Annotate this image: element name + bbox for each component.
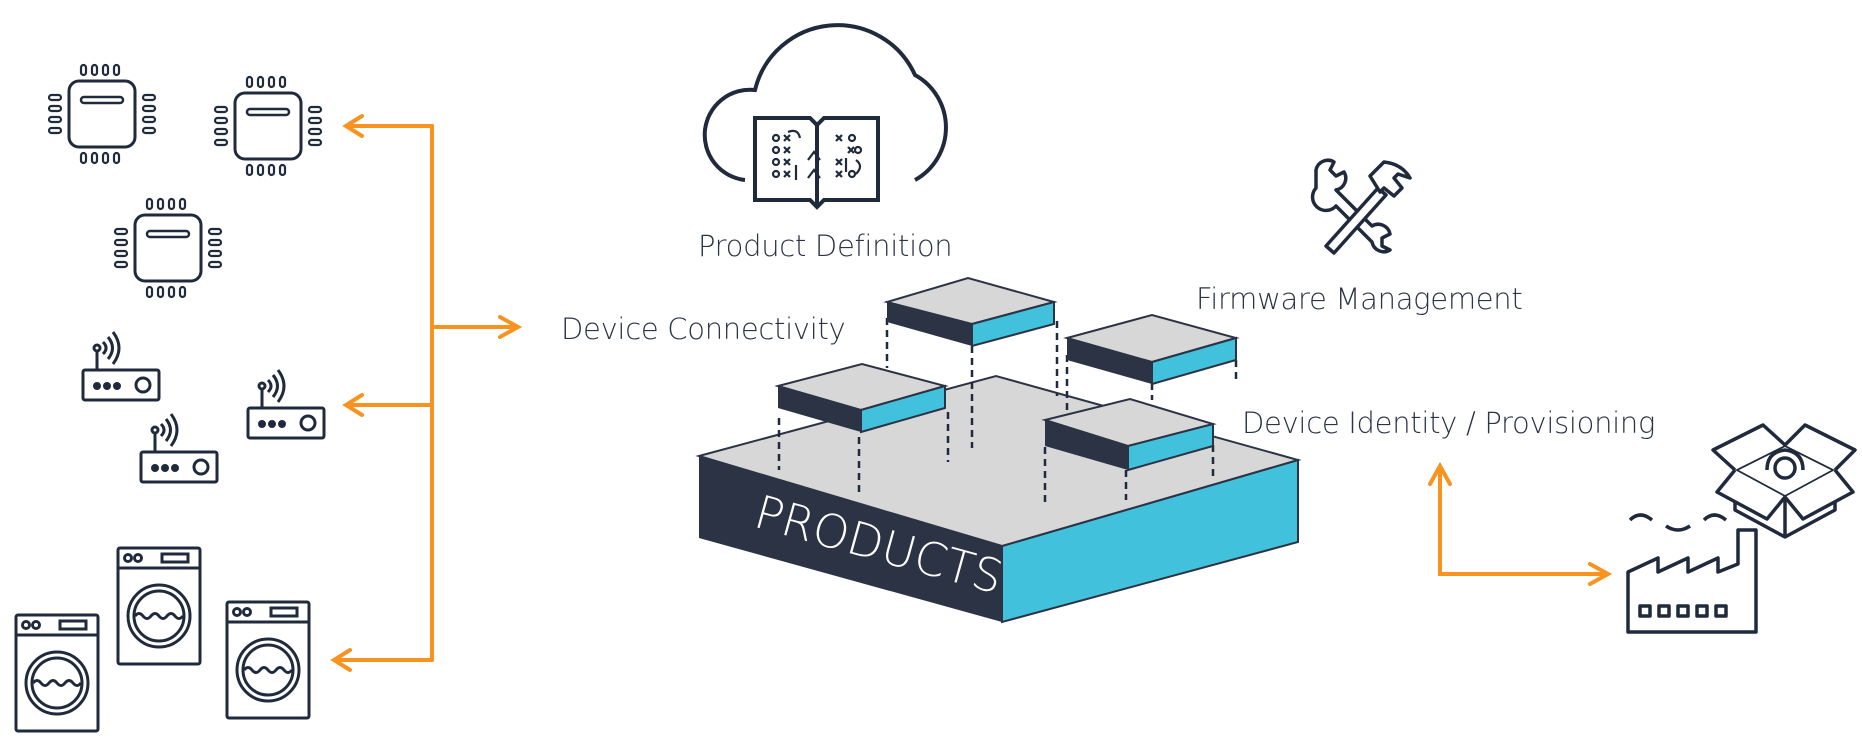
provisioning-arrow <box>1428 461 1613 586</box>
connectivity-arrows <box>330 114 523 672</box>
product-definition-label: Product Definition <box>698 229 953 263</box>
module-device-connectivity <box>774 362 949 434</box>
wifi-router-icon <box>139 412 219 484</box>
microchip-icon <box>113 197 223 299</box>
device-connectivity-label: Device Connectivity <box>561 312 846 346</box>
products-platform: PRODUCTS <box>695 276 1302 624</box>
microchip-icon <box>47 63 157 165</box>
wrench-hammer-icon <box>1310 158 1412 255</box>
device-identity-label: Device Identity / Provisioning <box>1242 406 1656 440</box>
washing-machine-icon <box>14 613 100 733</box>
module-product-definition <box>883 276 1058 348</box>
washing-machine-icon <box>225 600 311 720</box>
wifi-router-icon <box>246 368 326 440</box>
microchip-icon <box>213 75 323 177</box>
module-device-identity <box>1041 397 1217 472</box>
module-firmware-management <box>1063 313 1240 386</box>
wifi-router-icon <box>81 330 161 402</box>
platform-front-face <box>699 456 1002 622</box>
gear-box-icon <box>1711 423 1857 539</box>
dashed-connectors <box>777 318 1238 506</box>
factory-icon <box>1626 513 1758 634</box>
cloud-book-icon <box>702 23 948 210</box>
firmware-management-label: Firmware Management <box>1196 282 1523 316</box>
washing-machine-icon <box>116 546 202 666</box>
